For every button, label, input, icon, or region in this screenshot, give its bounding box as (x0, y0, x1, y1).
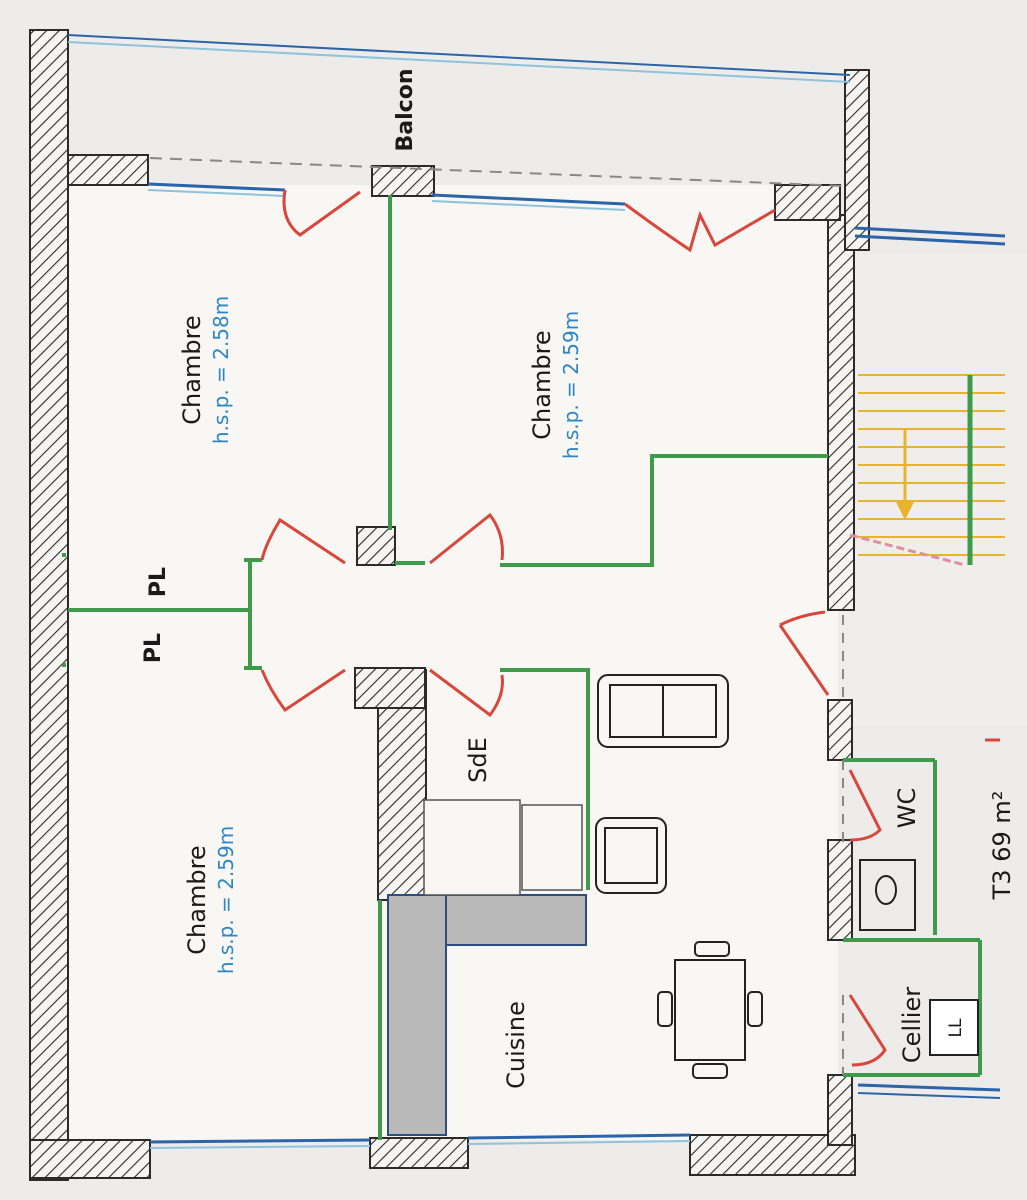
bedroom-mid-name: Chambre (528, 330, 556, 439)
appliance-label: LL (946, 1018, 966, 1037)
landing-area (840, 255, 1027, 725)
cellar-label: Cellier (898, 987, 926, 1063)
bedroom-bottom-height: h.s.p. = 2.59m (214, 826, 238, 974)
stairs (849, 374, 1005, 567)
closet-label-2: PL (141, 633, 166, 663)
windows (147, 182, 1006, 1149)
wc-label: WC (893, 788, 921, 829)
balcony-label: Balcon (393, 69, 418, 152)
exterior-walls (29, 29, 870, 1181)
balcony (67, 34, 851, 187)
bedroom-top-name: Chambre (178, 315, 206, 424)
closet-label-1: PL (146, 567, 171, 597)
room-labels: Chambre h.s.p. = 2.58m Chambre h.s.p. = … (141, 69, 1016, 1089)
kitchen-label: Cuisine (502, 1001, 530, 1089)
armchair (595, 817, 667, 894)
interior-partitions (62, 195, 982, 1140)
sofa (597, 674, 729, 748)
toilet (859, 859, 916, 931)
dining-table (657, 941, 763, 1079)
doors (260, 189, 1000, 1067)
apartment-floor (60, 185, 838, 1140)
laundry-box (929, 999, 979, 1056)
bathroom-fixtures (423, 799, 583, 896)
bathroom-label: SdE (464, 737, 492, 783)
kitchen-counters (387, 894, 587, 1136)
bedroom-mid-height: h.s.p. = 2.59m (559, 311, 583, 459)
bedroom-bottom-name: Chambre (183, 845, 211, 954)
apartment-summary: T3 69 m² (988, 791, 1016, 901)
bedroom-top-height: h.s.p. = 2.58m (209, 296, 233, 444)
